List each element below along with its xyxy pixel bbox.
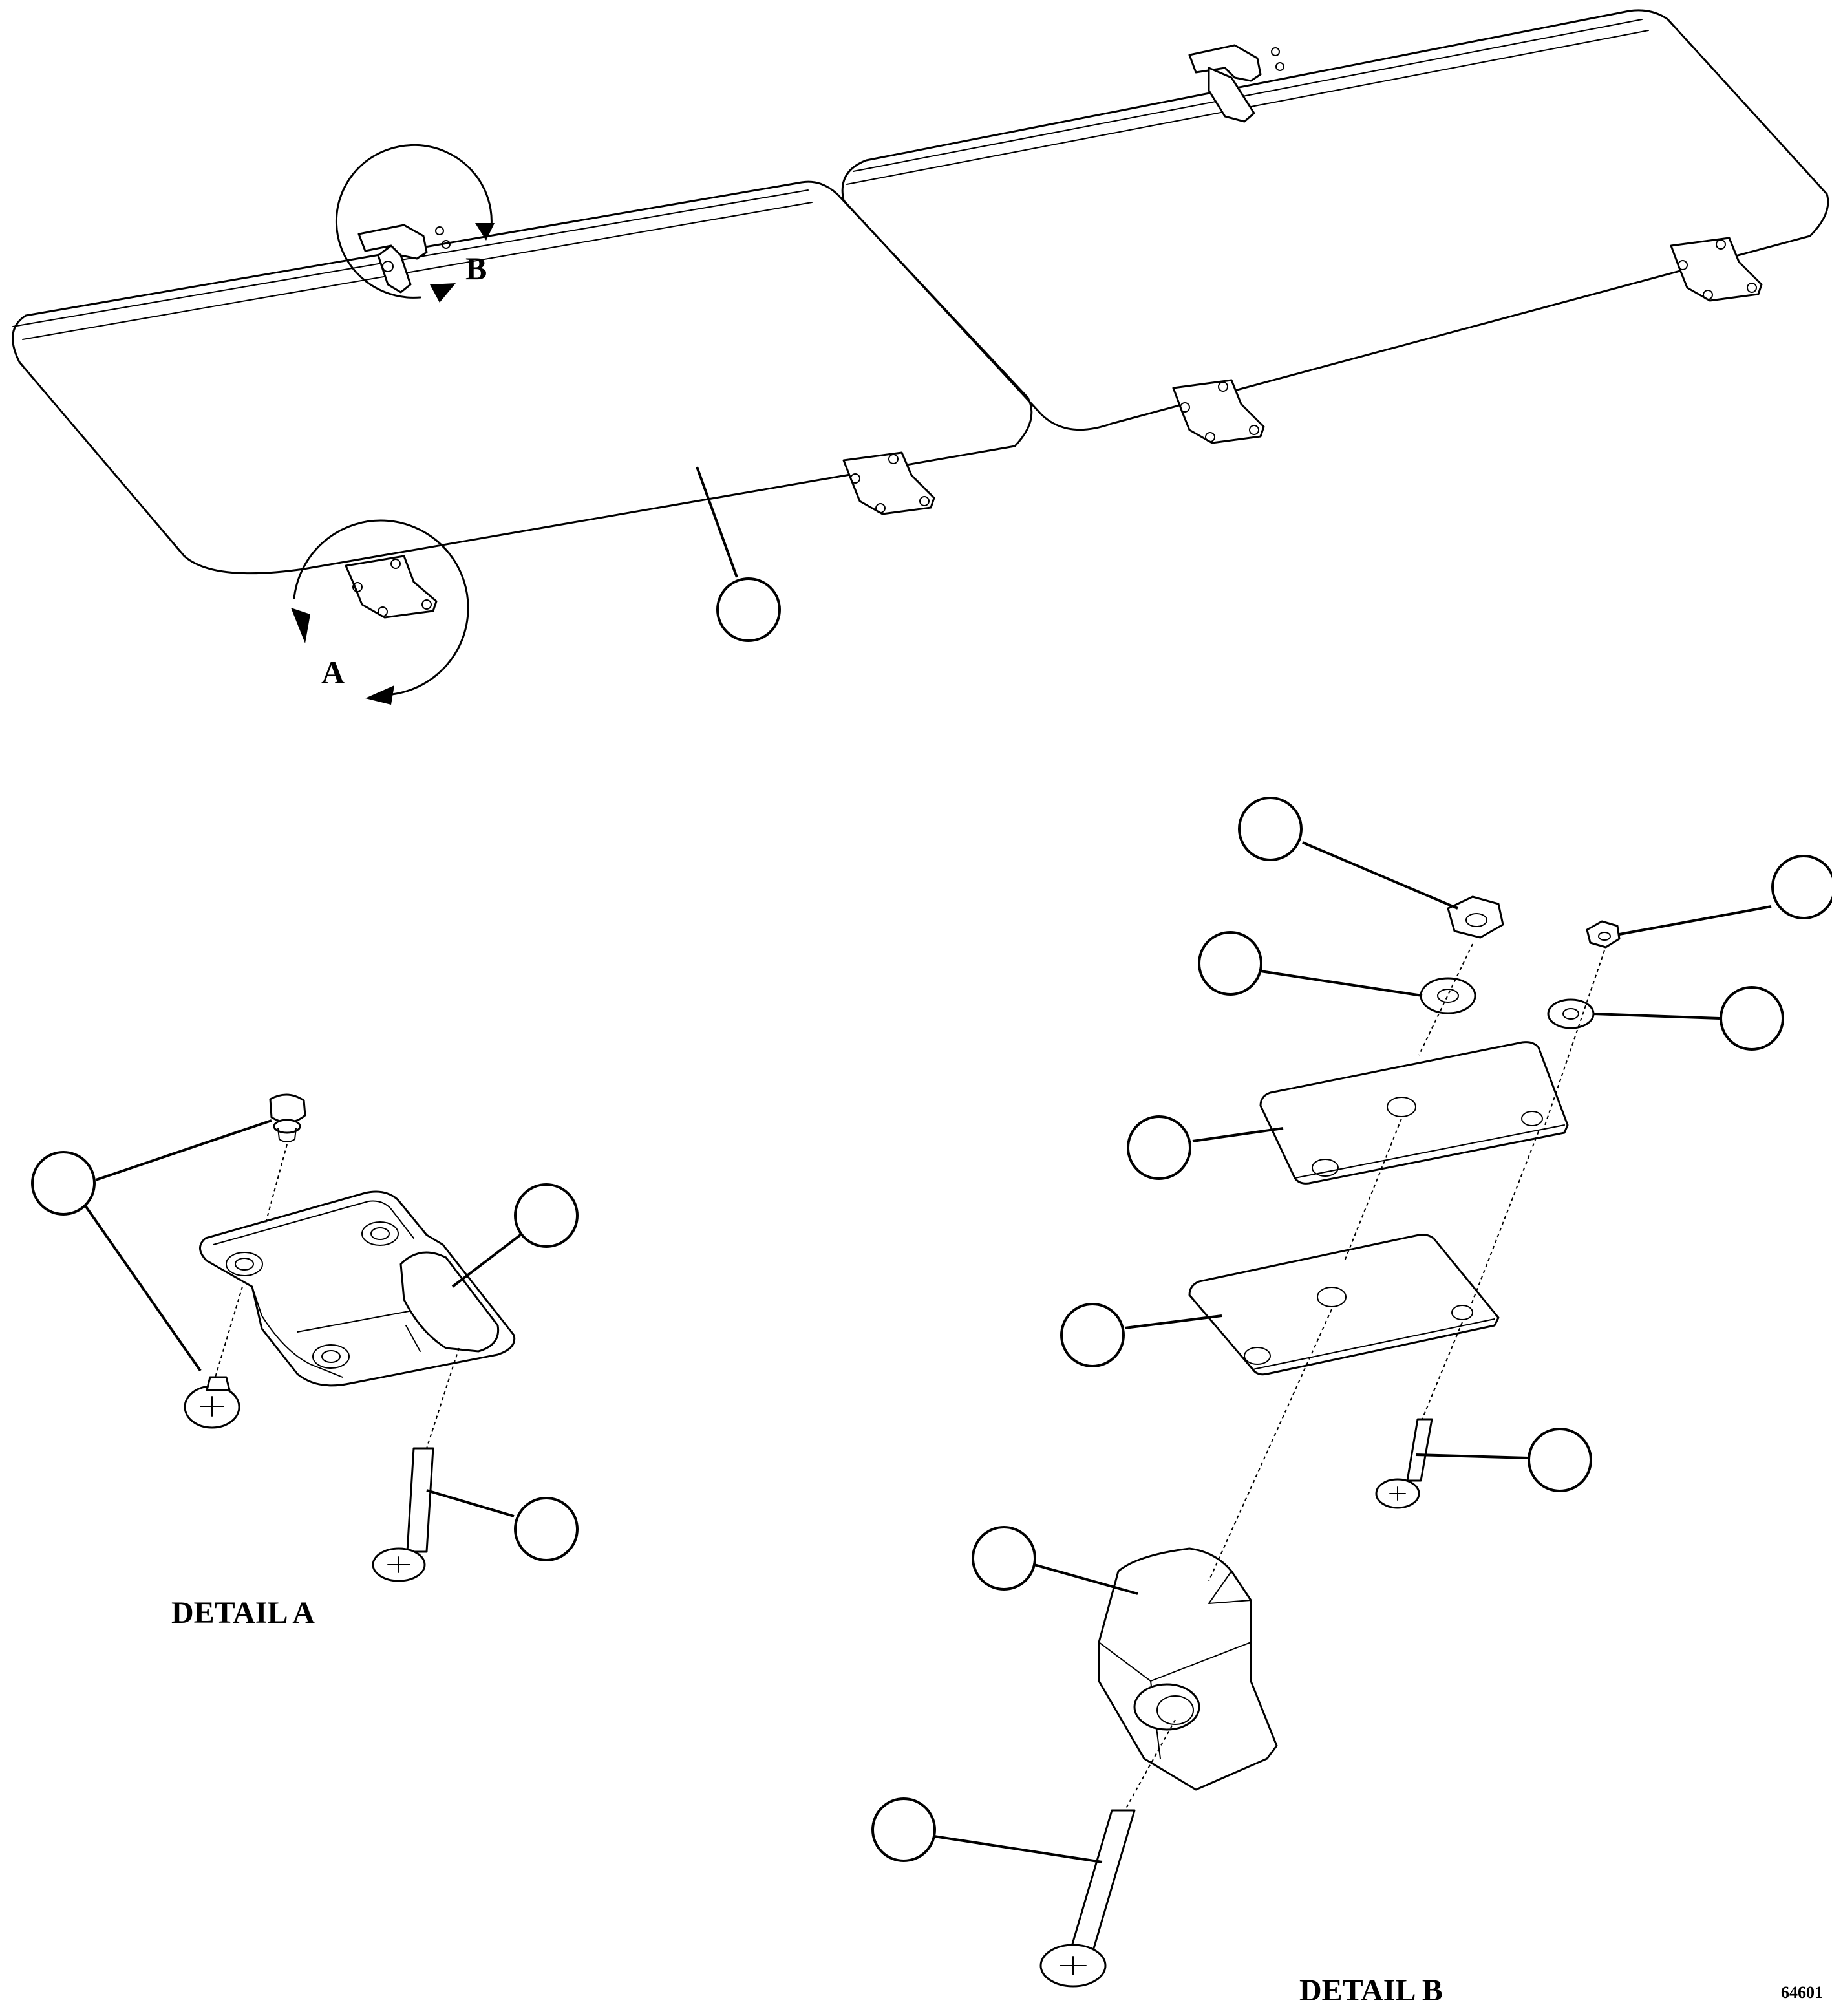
figure-number: 64601 xyxy=(1781,1983,1823,2002)
detail-b-title: DETAIL B xyxy=(1299,1973,1443,2008)
latch-block-left-panel xyxy=(357,224,451,294)
hinge-left-panel-a xyxy=(345,555,438,619)
hinge-right-panel-b xyxy=(1670,237,1763,302)
left-panel xyxy=(12,180,1033,575)
panel-balloon xyxy=(696,466,781,642)
detail-a-callout xyxy=(291,519,469,705)
detail-b-exploded xyxy=(871,797,1832,1988)
right-panel xyxy=(841,9,1829,431)
detail-a-title: DETAIL A xyxy=(171,1596,315,1630)
latch-block-right-panel xyxy=(1188,44,1284,123)
detail-b-callout xyxy=(335,144,495,303)
detail-b-marker: B xyxy=(465,250,487,286)
detail-a-exploded xyxy=(31,1093,579,1582)
hinge-right-panel-a xyxy=(1172,379,1265,444)
hinge-left-panel-b xyxy=(842,451,935,515)
detail-a-marker: A xyxy=(321,654,345,691)
